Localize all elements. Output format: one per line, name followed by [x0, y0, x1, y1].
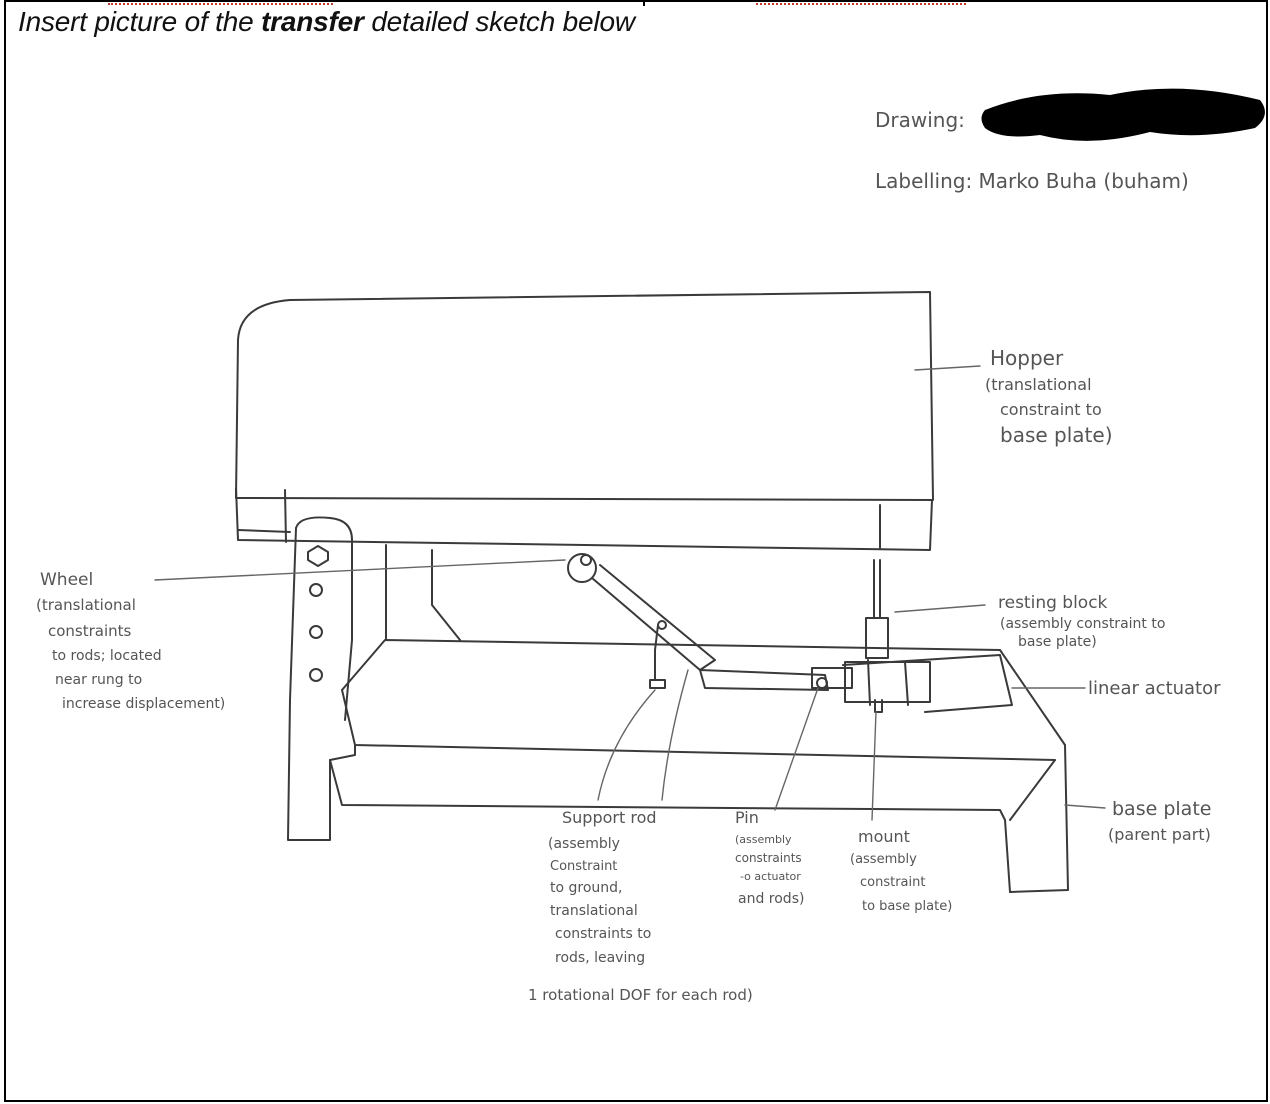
svg-text:Hopper: Hopper: [990, 346, 1064, 370]
label-support-rod: Support rod (assembly Constraint to grou…: [528, 808, 753, 1004]
heading-prefix: Insert picture of the: [18, 6, 262, 37]
svg-text:and rods): and rods): [738, 891, 804, 907]
linear-actuator: [811, 559, 1013, 713]
top-rule: [4, 0, 1268, 2]
label-resting-block: resting block (assembly constraint to ba…: [998, 593, 1165, 650]
support-linkage: [567, 553, 829, 691]
heading-suffix: detailed sketch below: [363, 6, 635, 37]
svg-text:base plate): base plate): [1018, 634, 1097, 650]
spellcheck-underline: [756, 0, 966, 5]
label-mount: mount (assembly constraint to base plate…: [850, 827, 952, 914]
svg-text:linear actuator: linear actuator: [1088, 678, 1221, 699]
credit-labelling: Labelling: Marko Buha (buham): [875, 169, 1189, 193]
wheel-plate: [287, 516, 353, 841]
svg-text:constraint to: constraint to: [1000, 400, 1102, 419]
svg-text:(assembly: (assembly: [735, 833, 792, 846]
svg-text:(assembly constraint to: (assembly constraint to: [1000, 616, 1165, 632]
svg-text:resting block: resting block: [998, 593, 1108, 613]
svg-text:(assembly: (assembly: [850, 852, 917, 867]
svg-text:Wheel: Wheel: [40, 570, 93, 590]
svg-text:rods, leaving: rods, leaving: [555, 950, 645, 966]
svg-text:(parent part): (parent part): [1108, 825, 1211, 844]
svg-text:constraints: constraints: [48, 622, 132, 640]
leader-lines: [154, 365, 1106, 821]
svg-text:(translational: (translational: [36, 596, 136, 614]
label-linear-actuator: linear actuator: [1088, 678, 1221, 699]
svg-text:Constraint: Constraint: [550, 859, 617, 874]
label-hopper: Hopper (translational constraint to base…: [985, 346, 1113, 447]
svg-text:(translational: (translational: [985, 375, 1092, 394]
hopper-body: [235, 291, 934, 551]
credit-drawing: Drawing:: [875, 108, 965, 132]
document-frame: [4, 0, 1268, 1102]
svg-text:1 rotational DOF for each rod): 1 rotational DOF for each rod): [528, 986, 753, 1004]
heading-bold: transfer: [261, 6, 364, 37]
svg-text:to ground,: to ground,: [550, 880, 623, 896]
svg-text:to rods; located: to rods; located: [52, 648, 162, 664]
label-base-plate: base plate (parent part): [1108, 798, 1211, 844]
svg-text:increase displacement): increase displacement): [62, 696, 225, 712]
svg-text:Support rod: Support rod: [562, 808, 657, 827]
svg-text:to base plate): to base plate): [862, 899, 952, 914]
svg-text:constraints to: constraints to: [555, 926, 651, 942]
svg-text:base plate: base plate: [1112, 798, 1211, 820]
label-wheel: Wheel (translational constraints to rods…: [36, 570, 225, 712]
svg-text:mount: mount: [858, 827, 910, 846]
label-pin: Pin (assembly constraints -o actuator an…: [735, 808, 804, 907]
svg-text:base plate): base plate): [1000, 423, 1113, 447]
redaction-mark: [981, 88, 1265, 141]
svg-text:constraint: constraint: [860, 875, 925, 890]
svg-text:constraints: constraints: [735, 851, 802, 865]
spellcheck-underline: [108, 0, 333, 5]
svg-text:near rung to: near rung to: [55, 672, 142, 688]
column-divider-tick: [643, 0, 645, 6]
base-plate: [329, 544, 1069, 893]
svg-text:Pin: Pin: [735, 808, 759, 827]
svg-text:translational: translational: [550, 903, 638, 919]
svg-text:-o actuator: -o actuator: [740, 870, 801, 883]
svg-text:(assembly: (assembly: [548, 836, 620, 852]
instruction-heading: Insert picture of the transfer detailed …: [18, 6, 635, 38]
